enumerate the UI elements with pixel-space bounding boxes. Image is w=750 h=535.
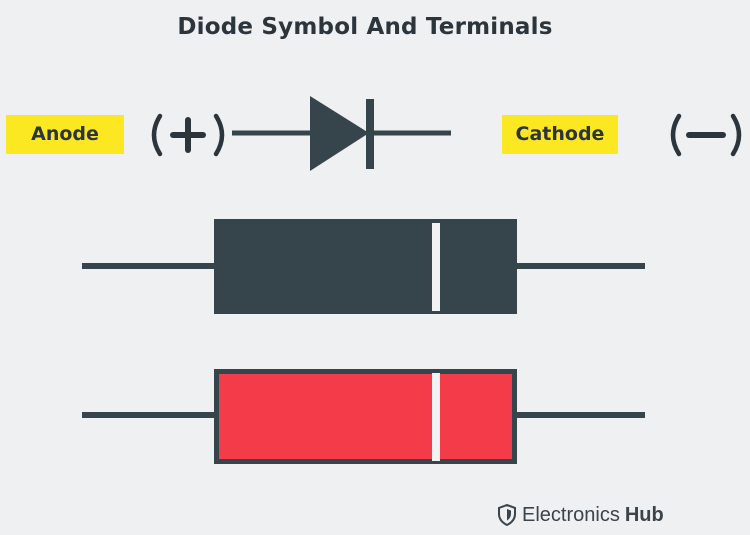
anode-sign-right-paren [213,113,225,157]
diode-symbol [232,96,451,171]
cathode-sign-right-paren [730,113,742,157]
brand-logo: Electronics Hub [498,502,664,528]
red-body [214,369,517,464]
symbol-cathode-bar [366,99,374,169]
dark-cathode-stripe [432,223,440,311]
page-title: Diode Symbol And Terminals [177,14,553,40]
red-cathode-stripe [432,373,440,461]
anode-sign-left-paren [151,113,163,157]
dark-body [214,219,517,314]
brand-name-bold: Hub [624,503,664,526]
cathode-label: Cathode [502,115,618,154]
cathode-sign-left-paren [670,113,682,157]
cathode-polarity-sign [670,113,742,157]
red-diode-package [82,369,645,464]
anode-label: Anode [6,115,124,154]
symbol-triangle [310,96,369,171]
dark-diode-package [82,219,645,314]
brand-name: Electronics [522,503,620,526]
anode-polarity-sign [151,113,225,157]
shield-icon [498,504,516,526]
